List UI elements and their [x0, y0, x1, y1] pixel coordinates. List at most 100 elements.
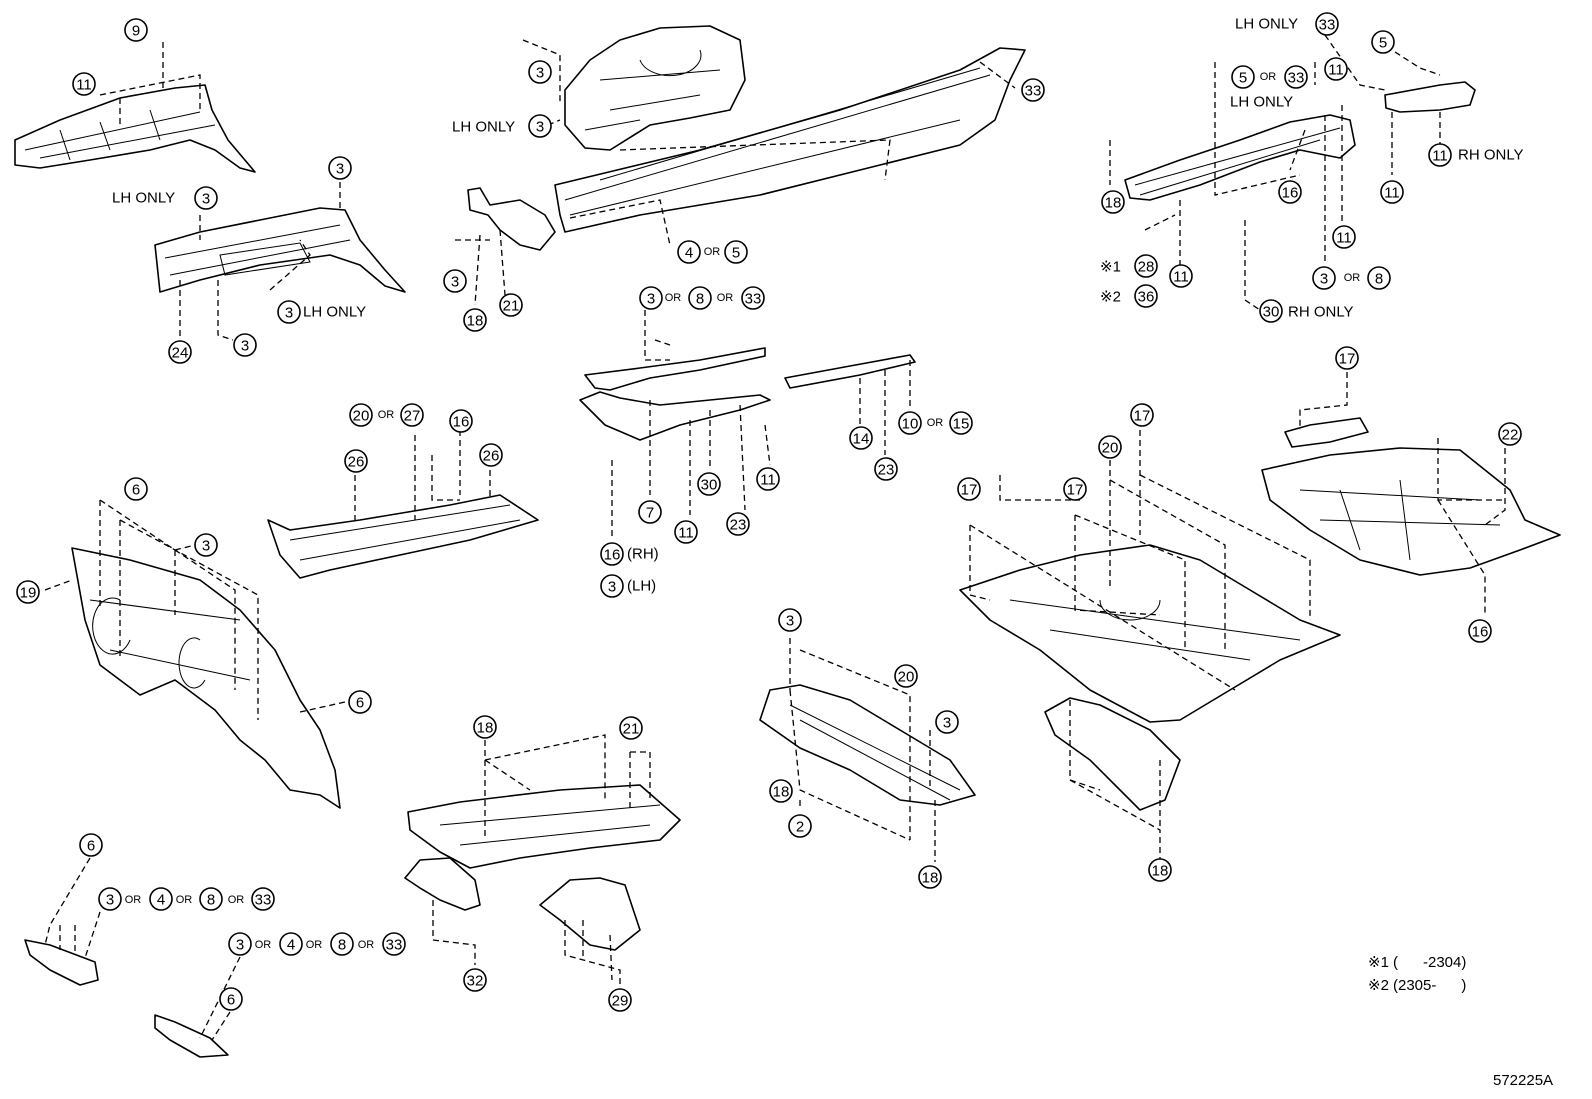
callout-11[interactable]: 11	[72, 72, 96, 96]
callout-8[interactable]: 8	[688, 286, 712, 310]
callout-3[interactable]: 3	[528, 114, 552, 138]
callout-17[interactable]: 17	[1063, 477, 1087, 501]
callout-27[interactable]: 27	[400, 403, 424, 427]
callout-6[interactable]: 6	[219, 987, 243, 1011]
part-rear-crossmember[interactable]	[1044, 697, 1181, 811]
callout-20[interactable]: 20	[349, 403, 373, 427]
callout-24[interactable]: 24	[168, 340, 192, 364]
callout-18[interactable]: 18	[473, 715, 497, 739]
part-bracket-front[interactable]	[467, 187, 556, 251]
part-bracket-small-rear[interactable]	[1284, 417, 1369, 448]
callout-18[interactable]: 18	[769, 779, 793, 803]
callout-6[interactable]: 6	[124, 477, 148, 501]
callout-8[interactable]: 8	[330, 932, 354, 956]
callout-33[interactable]: 33	[1021, 78, 1045, 102]
callout-5[interactable]: 5	[1231, 65, 1255, 89]
callout-11[interactable]: 11	[1380, 180, 1404, 204]
part-front-floor[interactable]	[407, 784, 681, 869]
callout-17[interactable]: 17	[1130, 403, 1154, 427]
part-reinforcement-lower-b[interactable]	[154, 1014, 229, 1058]
callout-11[interactable]: 11	[1169, 264, 1193, 288]
callout-28[interactable]: 28	[1134, 254, 1158, 278]
callout-3[interactable]: 3	[194, 533, 218, 557]
callout-18[interactable]: 18	[918, 865, 942, 889]
callout-20[interactable]: 20	[1098, 435, 1122, 459]
callout-5[interactable]: 5	[1371, 30, 1395, 54]
part-rear-floor-pan[interactable]	[1261, 447, 1561, 576]
callout-4[interactable]: 4	[149, 887, 173, 911]
part-rear-member-rh[interactable]	[1124, 114, 1356, 201]
part-rocker-long[interactable]	[554, 47, 1026, 233]
callout-29[interactable]: 29	[608, 988, 632, 1012]
callout-33[interactable]: 33	[1315, 12, 1339, 36]
callout-3[interactable]: 3	[639, 286, 663, 310]
callout-33[interactable]: 33	[741, 286, 765, 310]
callout-8[interactable]: 8	[1367, 266, 1391, 290]
part-sill-outer[interactable]	[579, 391, 771, 441]
callout-16[interactable]: 16	[600, 542, 624, 566]
callout-17[interactable]: 17	[1335, 346, 1359, 370]
callout-30[interactable]: 30	[697, 472, 721, 496]
callout-22[interactable]: 22	[1498, 422, 1522, 446]
part-sill-rear[interactable]	[784, 354, 916, 389]
part-crossmember-center[interactable]	[759, 684, 976, 806]
callout-3[interactable]: 3	[277, 300, 301, 324]
callout-20[interactable]: 20	[894, 664, 918, 688]
callout-3[interactable]: 3	[98, 887, 122, 911]
callout-17[interactable]: 17	[957, 477, 981, 501]
callout-3[interactable]: 3	[228, 932, 252, 956]
callout-5[interactable]: 5	[724, 240, 748, 264]
callout-3[interactable]: 3	[600, 574, 624, 598]
callout-23[interactable]: 23	[726, 512, 750, 536]
callout-6[interactable]: 6	[79, 833, 103, 857]
callout-3[interactable]: 3	[443, 269, 467, 293]
part-seat-bracket-rh[interactable]	[539, 877, 641, 951]
part-dash-panel[interactable]	[71, 547, 341, 809]
callout-6[interactable]: 6	[348, 690, 372, 714]
part-rear-floor-main[interactable]	[959, 544, 1341, 723]
callout-23[interactable]: 23	[874, 457, 898, 481]
part-bracket-rear-rh[interactable]	[1384, 81, 1476, 113]
callout-11[interactable]: 11	[1324, 57, 1348, 81]
callout-16[interactable]: 16	[1278, 180, 1302, 204]
callout-3[interactable]: 3	[1312, 266, 1336, 290]
callout-11[interactable]: 11	[1332, 225, 1356, 249]
callout-9[interactable]: 9	[124, 18, 148, 42]
callout-7[interactable]: 7	[638, 500, 662, 524]
callout-21[interactable]: 21	[619, 716, 643, 740]
callout-2[interactable]: 2	[788, 814, 812, 838]
callout-21[interactable]: 21	[499, 293, 523, 317]
callout-33[interactable]: 33	[251, 887, 275, 911]
part-apron-upper-lh[interactable]	[14, 84, 256, 173]
part-reinforcement-lower-a[interactable]	[24, 939, 99, 986]
callout-3[interactable]: 3	[778, 608, 802, 632]
callout-36[interactable]: 36	[1134, 284, 1158, 308]
callout-18[interactable]: 18	[463, 308, 487, 332]
callout-33[interactable]: 33	[1284, 65, 1308, 89]
part-wheelhouse[interactable]	[564, 25, 746, 151]
callout-26[interactable]: 26	[479, 443, 503, 467]
callout-18[interactable]: 18	[1148, 858, 1172, 882]
callout-16[interactable]: 16	[1468, 619, 1492, 643]
callout-14[interactable]: 14	[849, 426, 873, 450]
callout-3[interactable]: 3	[194, 186, 218, 210]
callout-15[interactable]: 15	[949, 411, 973, 435]
callout-4[interactable]: 4	[279, 932, 303, 956]
part-floor-side-lh[interactable]	[267, 494, 539, 579]
part-front-side-member[interactable]	[154, 207, 406, 293]
callout-32[interactable]: 32	[463, 968, 487, 992]
callout-19[interactable]: 19	[16, 580, 40, 604]
callout-11[interactable]: 11	[1428, 143, 1452, 167]
callout-3[interactable]: 3	[233, 333, 257, 357]
callout-8[interactable]: 8	[199, 887, 223, 911]
callout-3[interactable]: 3	[935, 710, 959, 734]
callout-26[interactable]: 26	[344, 449, 368, 473]
callout-18[interactable]: 18	[1101, 190, 1125, 214]
callout-33[interactable]: 33	[382, 932, 406, 956]
callout-11[interactable]: 11	[756, 467, 780, 491]
callout-3[interactable]: 3	[328, 156, 352, 180]
part-seat-bracket-lh[interactable]	[404, 857, 481, 911]
callout-16[interactable]: 16	[449, 409, 473, 433]
callout-4[interactable]: 4	[677, 240, 701, 264]
part-sill-inner[interactable]	[584, 347, 766, 391]
